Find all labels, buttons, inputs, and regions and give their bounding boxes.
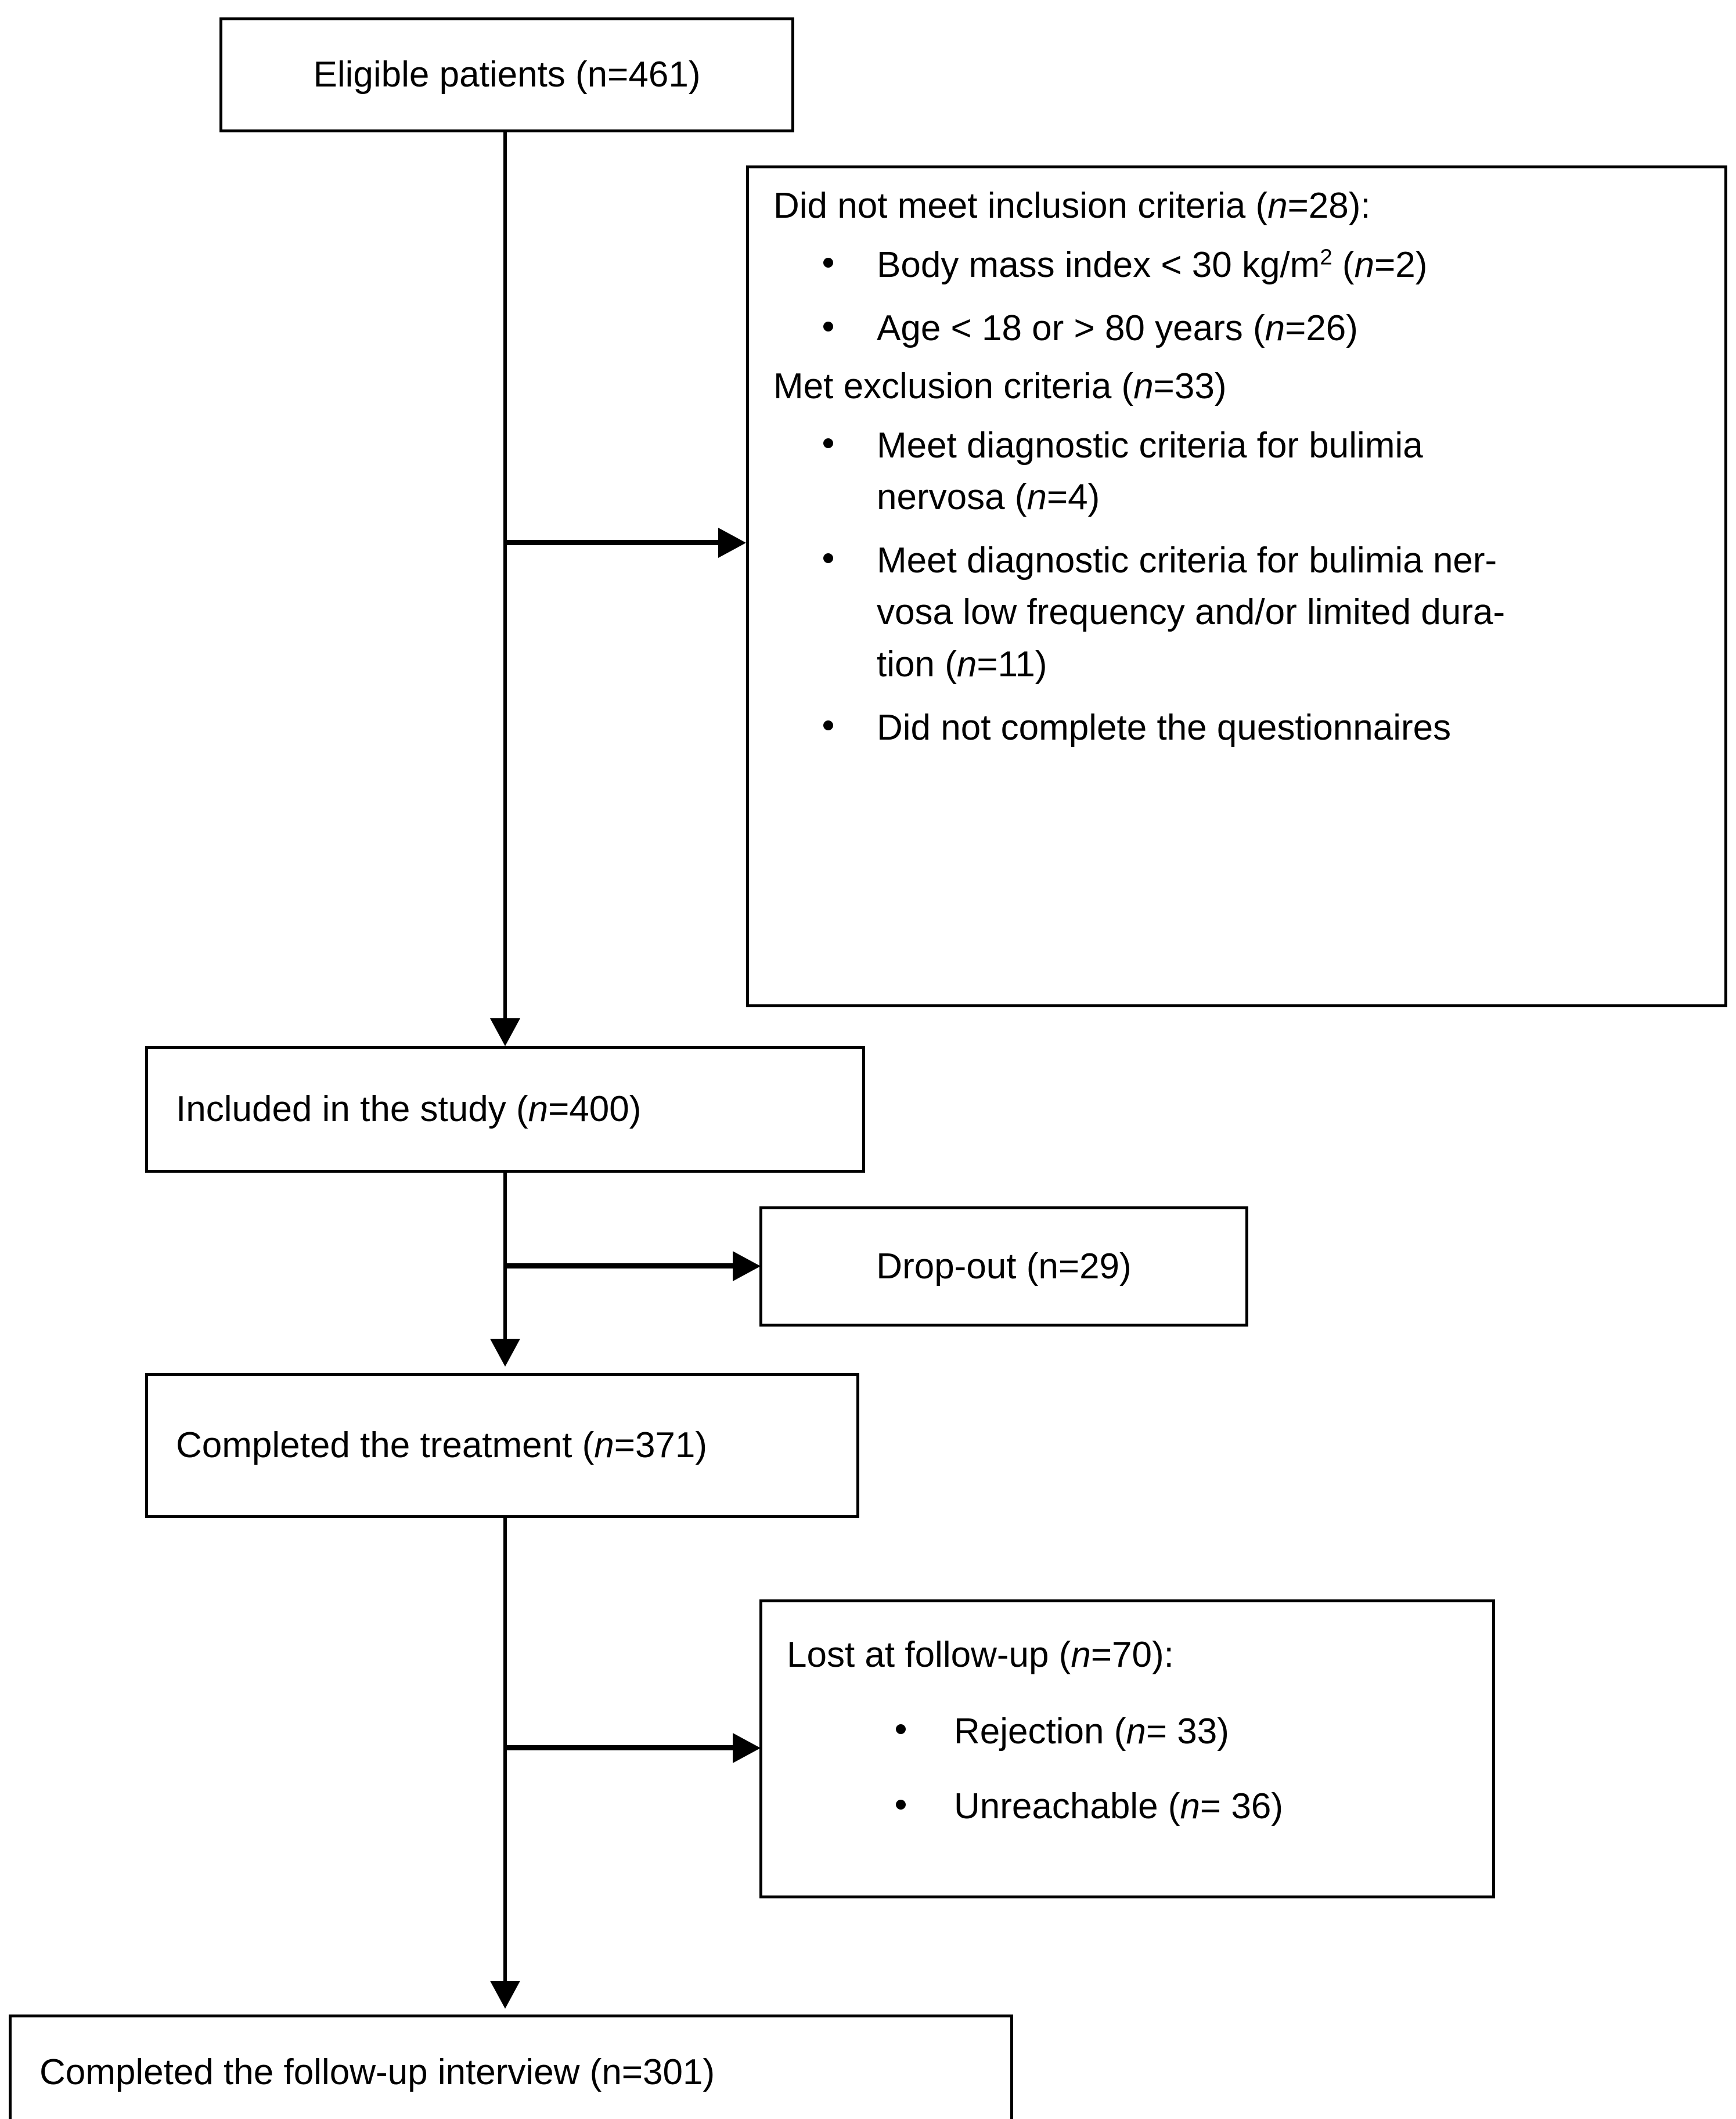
list-item: Unreachable (n= 36) <box>762 1781 1492 1832</box>
bullet-dot-icon <box>823 720 833 731</box>
excluded-inclusion-list: Body mass index < 30 kg/m2 (n=2) Age < 1… <box>749 239 1724 366</box>
excluded-exclusion-lead: Met exclusion criteria (n=33) <box>773 366 1227 406</box>
node-lost-at-followup: Lost at follow-up (n=70): Rejection (n= … <box>759 1599 1495 1898</box>
node-included-in-study: Included in the study (n=400) <box>145 1046 865 1173</box>
arrowhead-to-followup <box>490 1981 520 2009</box>
bullet-dot-icon <box>896 1724 906 1735</box>
arrowhead-to-included <box>490 1018 520 1046</box>
lost-followup-lead: Lost at follow-up (n=70): <box>787 1635 1174 1675</box>
bullet-dot-icon <box>896 1799 906 1810</box>
node-eligible-patients: Eligible patients (n=461) <box>219 17 794 132</box>
node-excluded-reasons: Did not meet inclusion criteria (n=28): … <box>746 165 1727 1007</box>
arrowhead-to-treatment <box>490 1339 520 1367</box>
connector-eligible-to-excluded <box>503 540 718 545</box>
node-eligible-patients-label: Eligible patients (n=461) <box>313 55 701 95</box>
list-item: Did not complete the questionnaires <box>749 702 1724 754</box>
bullet-dot-icon <box>823 321 833 331</box>
arrowhead-to-lost <box>733 1733 761 1763</box>
excluded-inclusion-lead: Did not meet inclusion criteria (n=28): <box>773 186 1371 226</box>
connector-treatment-to-followup <box>503 1518 507 1988</box>
list-item: Body mass index < 30 kg/m2 (n=2) <box>749 239 1724 291</box>
node-included-in-study-label: Included in the study (n=400) <box>176 1089 642 1130</box>
node-dropout-label: Drop-out (n=29) <box>876 1246 1132 1286</box>
bullet-dot-icon <box>823 258 833 268</box>
bullet-dot-icon <box>823 438 833 448</box>
lost-followup-list: Rejection (n= 33) Unreachable (n= 36) <box>762 1706 1492 1844</box>
node-completed-treatment: Completed the treatment (n=371) <box>145 1373 859 1518</box>
connector-eligible-to-included <box>503 132 507 1026</box>
arrowhead-to-dropout <box>733 1251 761 1281</box>
node-completed-followup-interview: Completed the follow-up interview (n=301… <box>9 2015 1013 2119</box>
list-item: Age < 18 or > 80 years (n=26) <box>749 302 1724 354</box>
list-item: Meet diagnostic criteria for bulimia ner… <box>749 535 1724 690</box>
arrowhead-to-excluded <box>718 528 746 558</box>
node-completed-followup-interview-label: Completed the follow-up interview (n=301… <box>39 2052 715 2093</box>
connector-treatment-to-lost <box>503 1745 733 1750</box>
bullet-dot-icon <box>823 553 833 564</box>
connector-included-to-treatment <box>503 1173 507 1341</box>
connector-included-to-dropout <box>503 1263 733 1268</box>
node-completed-treatment-label: Completed the treatment (n=371) <box>176 1425 708 1466</box>
node-dropout: Drop-out (n=29) <box>759 1206 1248 1327</box>
n-value-eligible: n=461 <box>587 55 689 95</box>
list-item: Rejection (n= 33) <box>762 1706 1492 1757</box>
